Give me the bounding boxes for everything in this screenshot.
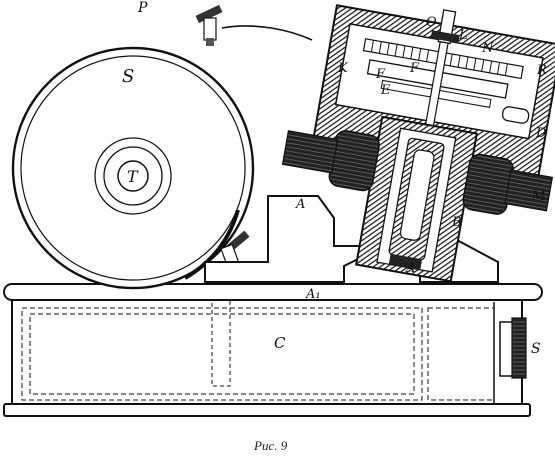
hub [117, 160, 149, 192]
wire [221, 25, 313, 41]
adjust-knob [499, 317, 527, 379]
coil-right [462, 153, 514, 215]
label-k: K [337, 61, 349, 76]
wheel [11, 46, 255, 290]
label-t: T [127, 167, 139, 186]
label-a1: A₁ [305, 287, 321, 302]
label-s-wheel: S [122, 66, 134, 87]
label-c: C [274, 334, 286, 352]
label-s-knob: S [531, 341, 541, 357]
label-b: B [451, 215, 462, 230]
cabinet-side-compartment [427, 307, 495, 401]
label-a-right: A [405, 261, 415, 276]
top-clamp-screw [195, 4, 223, 46]
label-l: L [458, 28, 468, 43]
label-f2: F [409, 61, 420, 76]
label-p: P [137, 0, 148, 16]
label-n: N [481, 41, 494, 56]
top-rail [3, 283, 543, 301]
cabinet-inner-panel [21, 307, 423, 401]
label-e: E [380, 83, 391, 98]
pole-bar-left [281, 130, 339, 174]
label-m: M [531, 189, 546, 204]
figure-caption: Рис. 9 [253, 438, 288, 453]
label-a-left: A [295, 197, 305, 212]
head-assembly [281, 4, 555, 283]
contact-r [501, 106, 530, 124]
pole-bar-right [504, 169, 554, 212]
cabinet-inner-panel-2 [29, 313, 415, 395]
label-o: O [426, 15, 437, 30]
cabinet-plinth [3, 403, 531, 417]
label-r: R [536, 63, 547, 78]
label-f1: F [375, 67, 386, 82]
label-d: D [535, 126, 547, 141]
